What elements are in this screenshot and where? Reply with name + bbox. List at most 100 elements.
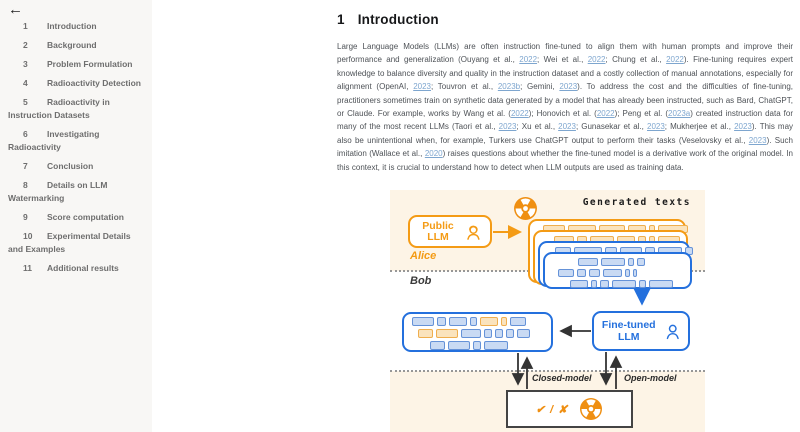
token-block — [603, 269, 622, 277]
token-block — [484, 341, 508, 350]
paper-figure: Public LLM Alice Bob Generated texts Fin… — [390, 190, 705, 432]
token-block — [649, 280, 673, 288]
token-row — [550, 280, 685, 288]
citation-link[interactable]: 2023 — [413, 82, 431, 92]
token-block — [448, 341, 470, 350]
toc-item-label: Details on LLM Watermarking — [8, 180, 108, 203]
toc-item-number: 2 — [23, 40, 28, 50]
bob-label: Bob — [410, 275, 432, 287]
token-block — [633, 269, 637, 277]
detection-verdict-box: ✔ / ✘ — [506, 390, 633, 428]
toc-item-label: Problem Formulation — [47, 59, 133, 69]
generated-texts-label: Generated texts — [582, 197, 691, 208]
token-block — [506, 329, 514, 338]
token-block — [461, 329, 481, 338]
token-block — [601, 258, 625, 266]
toc-list: 1 Introduction 2 Background 3 Problem Formula… — [0, 20, 152, 281]
token-block — [628, 258, 634, 266]
token-row — [550, 258, 685, 266]
token-block — [449, 317, 467, 326]
training-data-card — [402, 312, 553, 352]
token-block — [484, 329, 492, 338]
verdict-check-cross: ✔ / ✘ — [535, 403, 569, 416]
token-block — [589, 269, 600, 277]
toc-item-label: Radioactivity in Instruction Datasets — [8, 97, 110, 120]
toc-sidebar: ← 1 Introduction 2 Background 3 Problem Formu… — [0, 0, 152, 432]
token-block — [510, 317, 526, 326]
toc-item-1[interactable]: 1 Introduction — [8, 20, 144, 33]
citation-link[interactable]: 2023 — [647, 122, 665, 132]
citation-link[interactable]: 2022 — [596, 109, 615, 119]
toc-item-label: Introduction — [47, 21, 97, 31]
public-llm-box: Public LLM — [408, 215, 492, 248]
citation-link[interactable]: 2023 — [558, 122, 576, 132]
token-block — [612, 280, 636, 288]
toc-item-number: 9 — [23, 212, 28, 222]
section-title: Introduction — [357, 12, 439, 27]
citation-link[interactable]: 2023 — [748, 135, 767, 145]
toc-item-label: Investigating Radioactivity — [8, 129, 100, 152]
token-block — [591, 280, 597, 288]
token-block — [412, 317, 434, 326]
token-row — [408, 341, 547, 350]
toc-item-4[interactable]: 4 Radioactivity Detection — [8, 77, 144, 90]
token-block — [495, 329, 503, 338]
citation-link[interactable]: 2022 — [519, 55, 538, 65]
token-block — [570, 280, 588, 288]
back-arrow-icon[interactable]: ← — [8, 1, 23, 18]
alice-label: Alice — [410, 250, 437, 262]
token-block — [470, 317, 477, 326]
citation-link[interactable]: 2023 — [559, 82, 578, 92]
toc-item-label: Conclusion — [47, 161, 94, 171]
generated-text-card-4 — [543, 252, 692, 289]
toc-item-number: 1 — [23, 21, 28, 31]
public-llm-label: Public LLM — [422, 219, 454, 243]
citation-link[interactable]: 2020 — [424, 149, 443, 159]
token-block — [637, 258, 645, 266]
toc-item-label: Radioactivity Detection — [47, 78, 141, 88]
citation-link[interactable]: 2023 — [734, 122, 752, 132]
section-number: 1 — [337, 12, 345, 27]
token-block — [558, 269, 574, 277]
toc-item-label: Background — [47, 40, 97, 50]
token-block — [430, 341, 445, 350]
token-block — [600, 280, 609, 288]
citation-link[interactable]: 2023a — [668, 109, 691, 119]
toc-item-2[interactable]: 2 Background — [8, 39, 144, 52]
token-block — [473, 341, 481, 350]
citation-link[interactable]: 2022 — [666, 55, 684, 65]
toc-item-number: 10 — [23, 231, 33, 241]
citation-link[interactable]: 2023 — [498, 122, 517, 132]
closed-model-label: Closed-model — [532, 373, 592, 383]
citation-link[interactable]: 2023b — [497, 82, 521, 92]
toc-item-number: 5 — [23, 97, 28, 107]
token-block — [625, 269, 630, 277]
token-row — [550, 269, 685, 277]
alice-person-icon — [467, 225, 480, 240]
toc-item-9[interactable]: 9 Score computation — [8, 211, 144, 224]
token-block — [501, 317, 507, 326]
toc-item-label: Score computation — [47, 212, 124, 222]
toc-item-number: 11 — [23, 263, 32, 273]
finetuned-llm-box: Fine-tuned LLM — [592, 311, 690, 351]
toc-item-number: 3 — [23, 59, 28, 69]
token-block — [639, 280, 646, 288]
citation-link[interactable]: 2022 — [587, 55, 606, 65]
toc-item-number: 4 — [23, 78, 28, 88]
token-block — [436, 329, 458, 338]
citation-link[interactable]: 2022 — [510, 109, 529, 119]
finetuned-llm-label: Fine-tuned LLM — [601, 319, 656, 343]
token-block — [480, 317, 498, 326]
toc-item-3[interactable]: 3 Problem Formulation — [8, 58, 144, 71]
token-row — [408, 329, 547, 338]
bob-detection-divider — [390, 370, 705, 372]
radioactivity-icon — [580, 398, 603, 420]
toc-item-11[interactable]: 11 Additional results — [8, 262, 144, 275]
toc-item-label: Additional results — [47, 263, 119, 273]
